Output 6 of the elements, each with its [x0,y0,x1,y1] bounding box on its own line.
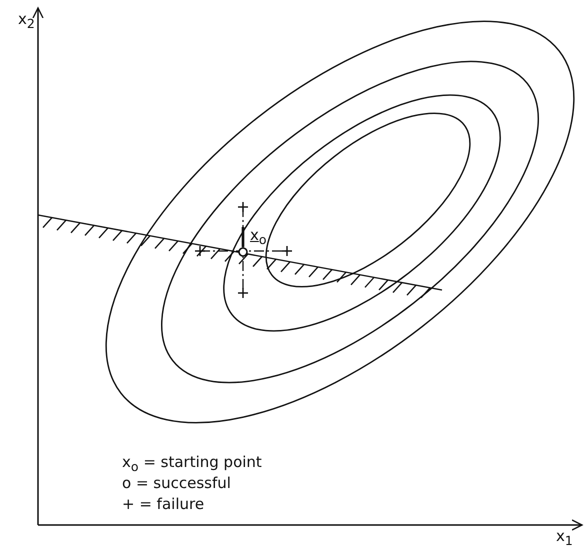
point-label: x$_{o}$ [250,226,267,247]
legend-entry: x$_{o}$ = starting point [122,453,262,474]
axis-label: x$_{1}$ [556,527,573,548]
legend-entry: + = failure [122,495,204,513]
axis-label: x$_{2}$ [18,10,35,31]
legend-entry: o = successful [122,474,231,492]
